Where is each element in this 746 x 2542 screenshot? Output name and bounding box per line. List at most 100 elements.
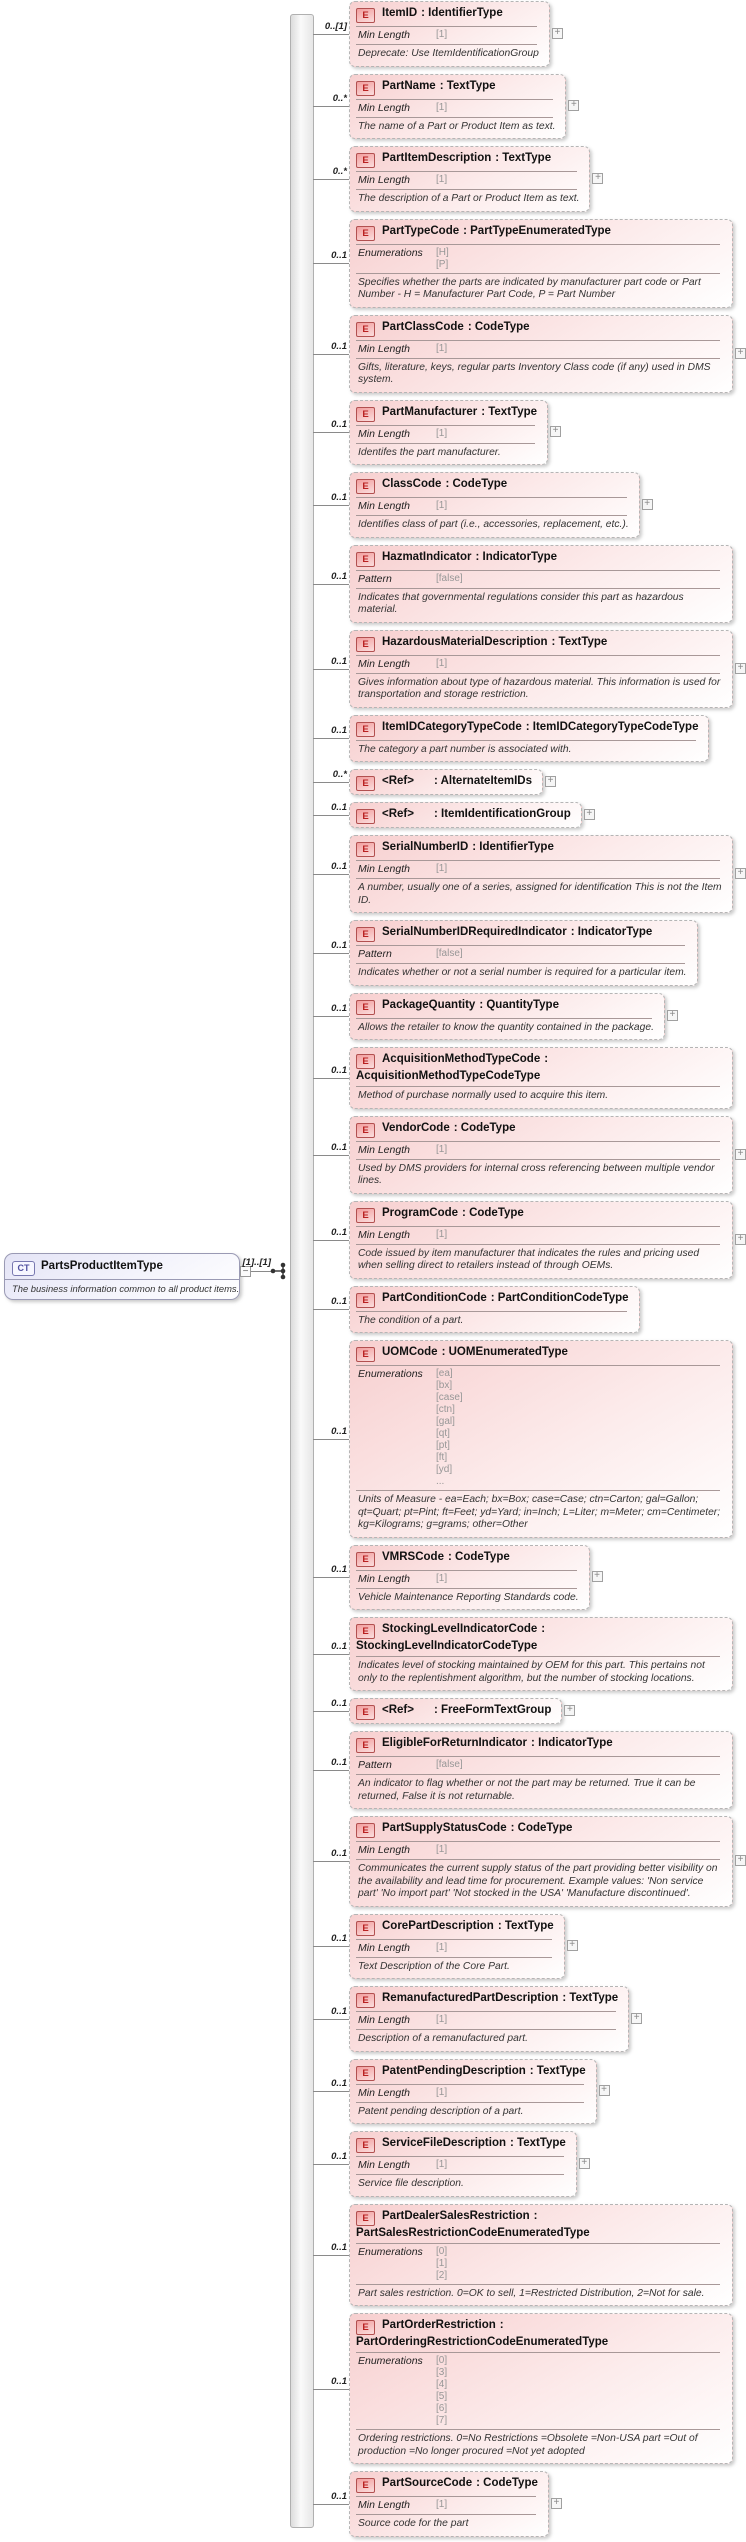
sequence-icon[interactable] bbox=[269, 1262, 291, 1280]
expand-button[interactable]: + bbox=[735, 1855, 746, 1867]
element-body: The category a part number is associated… bbox=[350, 739, 708, 762]
element-icon: E bbox=[356, 2478, 375, 2493]
expand-button[interactable]: + bbox=[735, 1148, 746, 1160]
element-box[interactable]: E<Ref>: AlternateItemIDs + bbox=[349, 769, 556, 795]
connector-line: 0..1 bbox=[313, 1617, 349, 1691]
expand-button[interactable]: + bbox=[568, 100, 580, 112]
element-type: : TextType bbox=[497, 1919, 554, 1932]
element-type: : AlternateItemIDs bbox=[434, 775, 532, 787]
element-icon: E bbox=[356, 1920, 375, 1936]
facet-name: Pattern bbox=[358, 948, 392, 960]
expand-button[interactable]: + bbox=[631, 2012, 643, 2024]
expand-button[interactable]: + bbox=[598, 2085, 610, 2097]
element-box[interactable]: E<Ref>: ItemIdentificationGroup + bbox=[349, 802, 595, 828]
expand-button[interactable]: + bbox=[735, 347, 746, 359]
expand-button[interactable]: + bbox=[564, 1705, 576, 1716]
element-icon: E bbox=[356, 1823, 375, 1838]
expand-button[interactable]: + bbox=[591, 1571, 603, 1583]
expand-button[interactable]: + bbox=[578, 2157, 590, 2169]
connector-line: 0..1 bbox=[313, 835, 349, 913]
facet-name: Min Length bbox=[358, 500, 410, 512]
expand-button[interactable]: + bbox=[551, 27, 563, 39]
facet-value: [1] bbox=[436, 2499, 448, 2510]
element-body: Min Length[1]A number, usually one of a … bbox=[350, 860, 732, 912]
expand-button[interactable]: + bbox=[666, 1010, 678, 1022]
element-name: <Ref> bbox=[382, 1704, 414, 1716]
separator bbox=[356, 1243, 720, 1245]
expand-button[interactable]: + bbox=[735, 868, 746, 879]
element-body: Min Length[1]Text Description of the Cor… bbox=[350, 1938, 564, 1979]
expand-button[interactable]: + bbox=[566, 1940, 578, 1952]
separator bbox=[356, 1490, 720, 1491]
facet-values: [false] bbox=[436, 573, 463, 586]
expand-button[interactable]: + bbox=[592, 172, 604, 184]
expand-button[interactable]: + bbox=[641, 498, 653, 510]
expand-button[interactable]: + bbox=[735, 1233, 746, 1245]
connector-line: 0..1 bbox=[313, 1286, 349, 1334]
cardinality-label: 0..1 bbox=[331, 491, 347, 503]
element-name: PartManufacturer bbox=[382, 405, 478, 418]
expand-button[interactable]: + bbox=[550, 426, 562, 438]
facet-row: Min Length[1] bbox=[350, 1571, 589, 1588]
facet-value: [1] bbox=[436, 2159, 448, 2170]
connector-line: 0..1 bbox=[313, 1340, 349, 1538]
cardinality-label: 0..1 bbox=[331, 2005, 347, 2017]
expand-button[interactable]: + bbox=[583, 809, 595, 820]
element-icon: E bbox=[356, 927, 375, 942]
expand-button[interactable]: + bbox=[735, 662, 746, 674]
connector-line: 0..1 bbox=[313, 802, 349, 828]
cardinality-label: 0..1 bbox=[331, 419, 347, 431]
collapse-toggle-button[interactable]: − bbox=[240, 1266, 251, 1277]
facet-row: Pattern[false] bbox=[350, 1757, 732, 1774]
facet-value: [1] bbox=[436, 1844, 448, 1855]
element-body: Enumerations[H][P]Specifies whether the … bbox=[350, 243, 732, 307]
facet-value: [bx] bbox=[436, 1380, 453, 1391]
element-box[interactable]: E<Ref>: FreeFormTextGroup + bbox=[349, 1698, 576, 1724]
expand-button[interactable]: + bbox=[545, 776, 556, 787]
facet-name: Min Length bbox=[358, 174, 410, 186]
facet-values: [1] bbox=[436, 2159, 447, 2172]
separator bbox=[356, 945, 685, 946]
separator bbox=[356, 189, 578, 190]
expand-button[interactable]: + bbox=[550, 2497, 562, 2509]
separator bbox=[356, 2156, 564, 2157]
